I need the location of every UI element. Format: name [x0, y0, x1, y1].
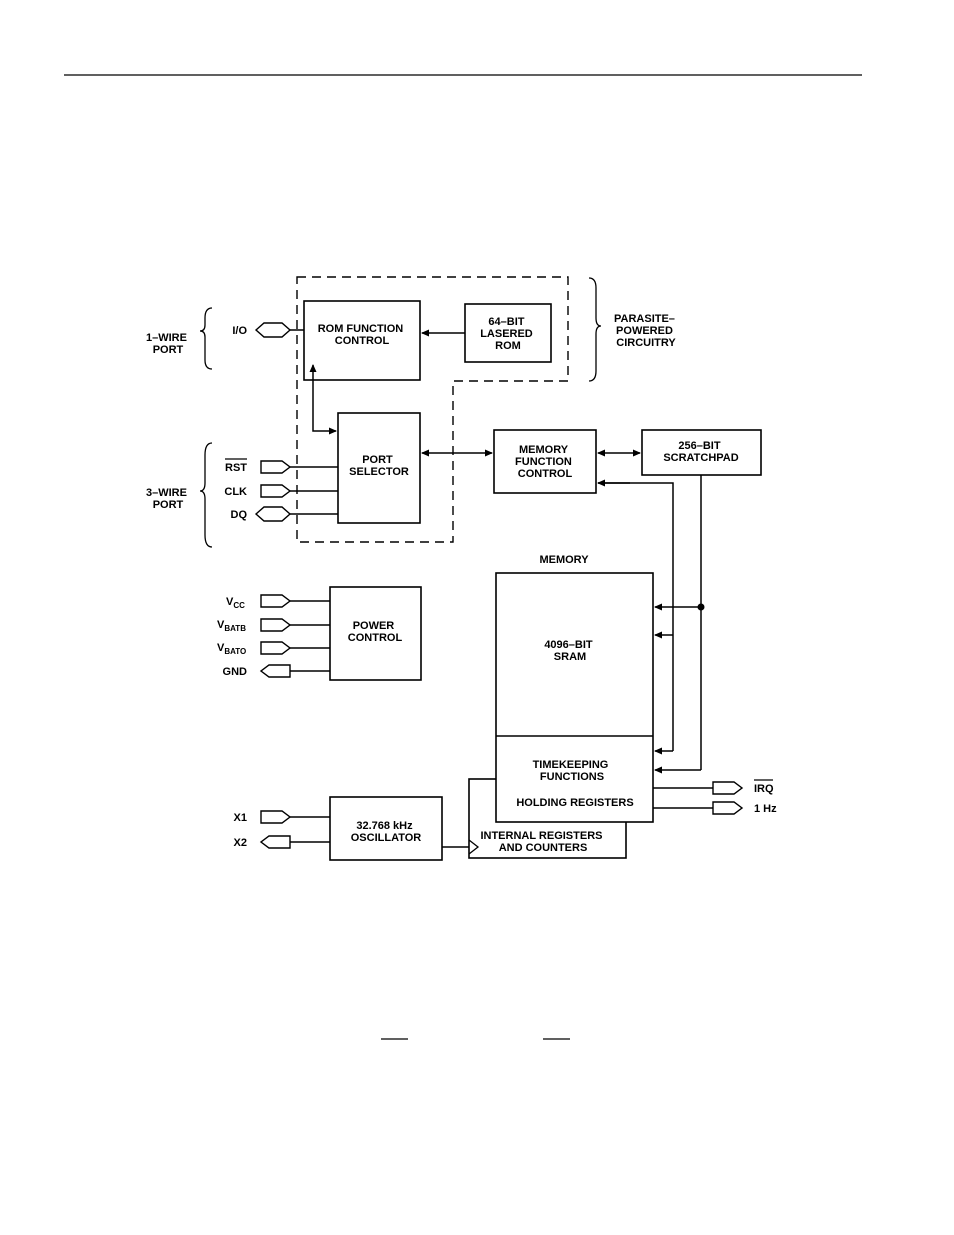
memory-function-control-block — [493, 429, 597, 494]
vbatb-pin-label: VBATB — [217, 619, 246, 633]
vcc-pin — [260, 594, 292, 608]
parasite-region-outline — [296, 276, 569, 543]
gnd-pin — [259, 664, 291, 678]
hz-pin-label: 1 Hz — [754, 803, 777, 815]
irq-pin-label: IRQ — [754, 783, 774, 795]
timekeeping-label: TIMEKEEPING FUNCTIONS — [533, 759, 612, 783]
x1-pin-label: X1 — [234, 812, 247, 824]
parasite-powered-label: PARASITE– POWERED CIRCUITRY — [614, 313, 678, 349]
vcc-pin-label: VCC — [226, 596, 245, 610]
scratchpad-block — [641, 429, 762, 476]
clock-input-triangle — [468, 839, 480, 855]
lasered-rom-label: 64–BIT LASERED ROM — [480, 316, 536, 352]
bus-junction-dot — [697, 603, 705, 611]
gnd-pin-label: GND — [223, 666, 248, 678]
irq-pin — [712, 781, 744, 795]
one-wire-port-label: 1–WIRE PORT — [146, 332, 190, 356]
power-control-block — [329, 586, 422, 681]
port-selector-block — [337, 412, 421, 524]
oscillator-label: 32.768 kHz OSCILLATOR — [351, 820, 422, 844]
io-pin — [254, 322, 292, 338]
vbato-pin-label: VBATO — [217, 642, 246, 656]
memory-block — [495, 572, 654, 823]
clk-pin — [260, 484, 292, 498]
power-control-label: POWER CONTROL — [348, 620, 403, 644]
romfunction-portselector-link — [309, 364, 337, 435]
three-wire-port-label: 3–WIRE PORT — [146, 487, 190, 511]
rom-function-control-label: ROM FUNCTION CONTROL — [318, 323, 407, 347]
scratchpad-label: 256–BIT SCRATCHPAD — [663, 440, 738, 464]
x2-pin-label: X2 — [234, 837, 247, 849]
io-pin-label: I/O — [232, 325, 247, 337]
sram-label: 4096–BIT SRAM — [544, 639, 595, 663]
x1-pin — [260, 810, 292, 824]
port-selector-label: PORT SELECTOR — [349, 454, 409, 478]
hz-pin — [712, 801, 744, 815]
memory-title: MEMORY — [539, 554, 589, 566]
memory-function-control-label: MEMORY FUNCTION CONTROL — [515, 444, 575, 480]
rst-pin-label: RST — [225, 462, 247, 474]
rst-pin — [260, 460, 292, 474]
parasite-brace — [588, 277, 602, 382]
dq-pin — [254, 506, 292, 522]
one-wire-brace — [199, 307, 213, 370]
oscillator-block — [329, 796, 443, 861]
three-wire-brace — [199, 442, 213, 548]
vbato-pin — [260, 641, 292, 655]
clk-pin-label: CLK — [224, 486, 247, 498]
vbatb-pin — [260, 618, 292, 632]
x2-pin — [259, 835, 291, 849]
dq-pin-label: DQ — [231, 509, 248, 521]
internal-registers-label: INTERNAL REGISTERS AND COUNTERS — [480, 830, 605, 854]
lasered-rom-block — [464, 303, 552, 363]
holding-registers-label: HOLDING REGISTERS — [516, 797, 633, 809]
